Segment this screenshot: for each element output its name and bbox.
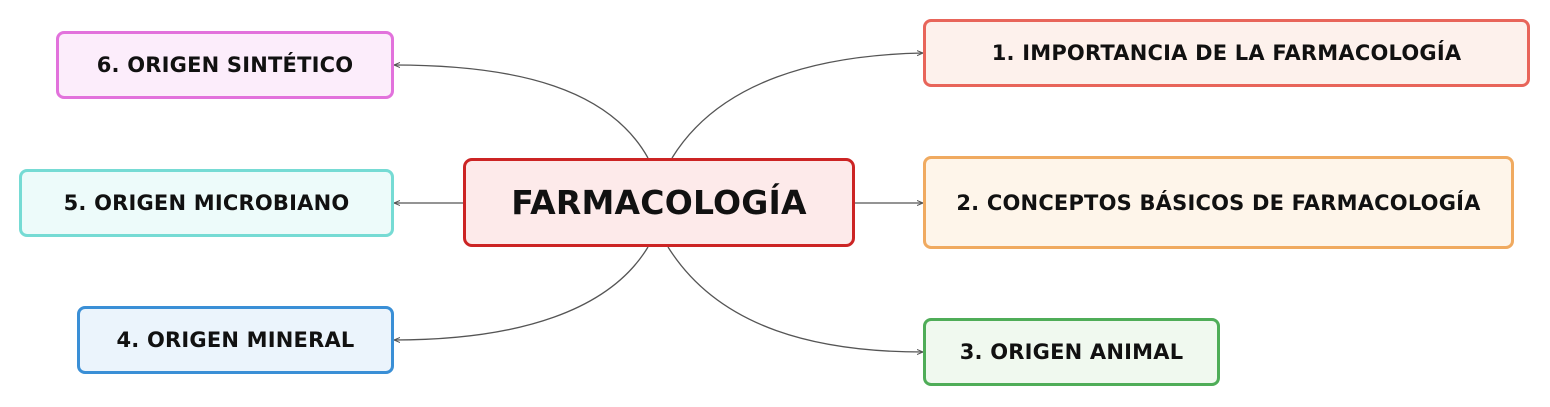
branch-label: 3. ORIGEN ANIMAL [959,340,1184,364]
connector-to-branch-1 [671,53,923,159]
central-topic-node[interactable]: FARMACOLOGÍA [463,158,855,247]
central-topic-label: FARMACOLOGÍA [511,183,807,222]
branch-node-origen-microbiano[interactable]: 5. ORIGEN MICROBIANO [19,169,394,237]
connector-to-branch-4 [394,246,649,340]
branch-label: 4. ORIGEN MINERAL [116,328,355,352]
branch-node-origen-sintetico[interactable]: 6. ORIGEN SINTÉTICO [56,31,394,99]
branch-node-origen-animal[interactable]: 3. ORIGEN ANIMAL [923,318,1220,386]
branch-node-conceptos-basicos[interactable]: 2. CONCEPTOS BÁSICOS DE FARMACOLOGÍA [923,156,1514,249]
branch-label: 6. ORIGEN SINTÉTICO [96,53,354,77]
branch-label: 1. IMPORTANCIA DE LA FARMACOLOGÍA [991,41,1462,65]
branch-node-importancia[interactable]: 1. IMPORTANCIA DE LA FARMACOLOGÍA [923,19,1530,87]
connector-to-branch-6 [394,65,649,159]
branch-node-origen-mineral[interactable]: 4. ORIGEN MINERAL [77,306,394,374]
branch-label: 5. ORIGEN MICROBIANO [63,191,350,215]
branch-label: 2. CONCEPTOS BÁSICOS DE FARMACOLOGÍA [956,190,1481,215]
connector-to-branch-3 [667,246,923,352]
